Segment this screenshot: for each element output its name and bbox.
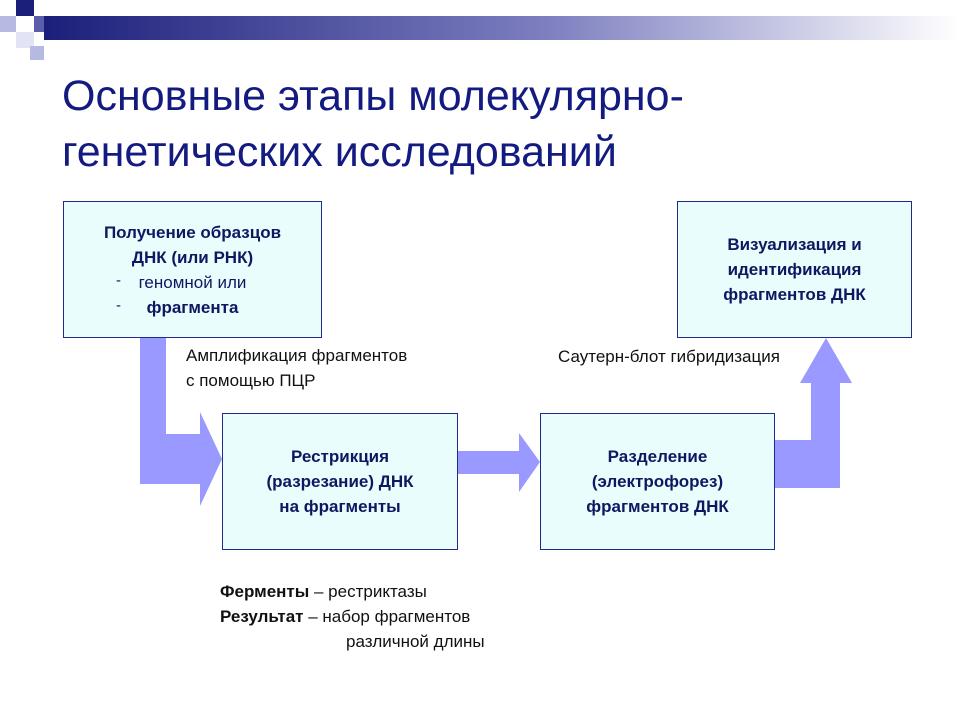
restriction-line-3: на фрагменты	[279, 497, 401, 516]
arrow-separation-to-visualization	[775, 338, 852, 488]
restriction-notes: Ферменты – рестриктазы Результат – набор…	[220, 579, 600, 654]
step-visualization: Визуализация и идентификация фрагментов …	[677, 201, 912, 338]
step-restriction: Рестрикция (разрезание) ДНК на фрагменты	[222, 413, 458, 550]
list-item-text: геномной или	[138, 272, 247, 292]
title-line-1: Основные этапы молекулярно-	[62, 72, 684, 120]
visual-line-1: Визуализация и	[727, 235, 862, 254]
step-separation: Разделение (электрофорез) фрагментов ДНК	[540, 413, 775, 550]
dash-marker: -	[116, 271, 121, 289]
result-text: – набор фрагментов	[303, 607, 471, 626]
southern-blot-label: Саутерн-блот гибридизация	[558, 347, 780, 366]
amplification-label: Амплификация фрагментов с помощью ПЦР	[186, 343, 486, 393]
slide-title: Основные этапы молекулярно- генетических…	[62, 68, 922, 180]
amplification-line-2: с помощью ПЦР	[186, 371, 316, 390]
slide-header-decoration	[0, 0, 960, 60]
result-term: Результат	[220, 607, 304, 626]
list-item-text: фрагмента	[146, 297, 239, 317]
enzymes-term: Ферменты	[220, 582, 310, 601]
step-sample-collection: Получение образцов ДНК (или РНК) -геномн…	[63, 201, 322, 338]
enzymes-note: Ферменты – рестриктазы	[220, 579, 600, 604]
sample-line-1: Получение образцов	[103, 222, 282, 242]
visual-line-3: фрагментов ДНК	[723, 285, 866, 304]
amplification-line-1: Амплификация фрагментов	[186, 346, 408, 365]
arrow-restriction-to-separation	[458, 433, 540, 492]
dash-marker: -	[116, 296, 121, 314]
sample-type-list: -геномной или - фрагмента	[64, 270, 321, 320]
separation-line-1: Разделение	[607, 447, 708, 466]
separation-line-3: фрагментов ДНК	[586, 497, 729, 516]
sample-line-2: ДНК (или РНК)	[131, 247, 254, 267]
separation-line-2: (электрофорез)	[591, 472, 724, 491]
title-line-2: генетических исследований	[62, 128, 617, 176]
restriction-line-2: (разрезание) ДНК	[266, 472, 414, 491]
list-item: -геномной или	[64, 270, 321, 295]
arrow-sample-to-restriction	[140, 338, 222, 506]
restriction-line-1: Рестрикция	[290, 447, 390, 466]
visual-line-2: идентификация	[727, 260, 862, 279]
result-note: Результат – набор фрагментов	[220, 604, 600, 629]
enzymes-text: – рестриктазы	[309, 582, 427, 601]
result-note-continuation: различной длины	[346, 632, 485, 651]
list-item: - фрагмента	[64, 295, 321, 320]
